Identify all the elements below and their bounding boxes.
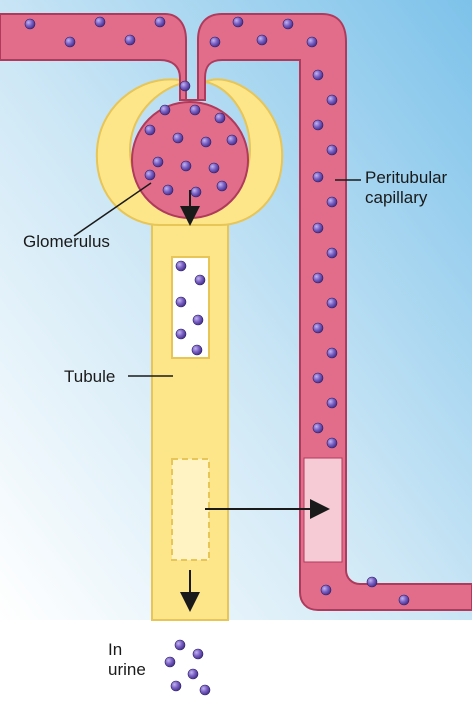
molecule	[327, 438, 337, 448]
molecule	[227, 135, 237, 145]
molecule	[195, 275, 205, 285]
molecule	[257, 35, 267, 45]
molecule	[173, 133, 183, 143]
molecule	[209, 163, 219, 173]
molecule	[283, 19, 293, 29]
molecule	[327, 95, 337, 105]
molecule	[95, 17, 105, 27]
molecule	[313, 373, 323, 383]
molecule	[190, 105, 200, 115]
molecule	[313, 172, 323, 182]
molecule	[200, 685, 210, 695]
molecule	[153, 157, 163, 167]
molecule	[193, 649, 203, 659]
molecule	[176, 297, 186, 307]
molecule	[201, 137, 211, 147]
molecule	[180, 81, 190, 91]
tubule-label: Tubule	[64, 367, 115, 387]
molecule	[165, 657, 175, 667]
molecule	[193, 315, 203, 325]
molecule	[65, 37, 75, 47]
molecule	[313, 120, 323, 130]
peritubular-label-line1: Peritubular	[365, 168, 447, 188]
molecule	[399, 595, 409, 605]
molecule	[188, 669, 198, 679]
molecule	[192, 345, 202, 355]
molecule	[125, 35, 135, 45]
molecule	[160, 105, 170, 115]
molecule	[367, 577, 377, 587]
molecule	[327, 248, 337, 258]
molecule	[327, 145, 337, 155]
secretion-box	[172, 459, 209, 560]
molecule	[176, 261, 186, 271]
molecule	[327, 398, 337, 408]
molecule	[327, 348, 337, 358]
urine-label-line1: In	[108, 640, 146, 660]
molecule	[171, 681, 181, 691]
molecule	[191, 187, 201, 197]
peritubular-label-line2: capillary	[365, 188, 447, 208]
molecule	[181, 161, 191, 171]
molecule	[321, 585, 331, 595]
molecule	[215, 113, 225, 123]
molecule	[145, 125, 155, 135]
molecule	[313, 273, 323, 283]
molecule	[175, 640, 185, 650]
molecule	[210, 37, 220, 47]
molecule	[25, 19, 35, 29]
molecule	[176, 329, 186, 339]
molecule	[163, 185, 173, 195]
filtrate-box	[172, 257, 209, 358]
molecule	[327, 298, 337, 308]
molecule	[217, 181, 227, 191]
glomerulus-label: Glomerulus	[23, 232, 110, 252]
molecule	[313, 70, 323, 80]
molecule	[313, 323, 323, 333]
molecule	[327, 197, 337, 207]
urine-label-line2: urine	[108, 660, 146, 680]
molecule	[155, 17, 165, 27]
molecule	[233, 17, 243, 27]
peritubular-label: Peritubular capillary	[365, 168, 447, 208]
urine-label: In urine	[108, 640, 146, 680]
molecule	[313, 423, 323, 433]
molecule	[307, 37, 317, 47]
molecule	[145, 170, 155, 180]
molecule	[313, 223, 323, 233]
